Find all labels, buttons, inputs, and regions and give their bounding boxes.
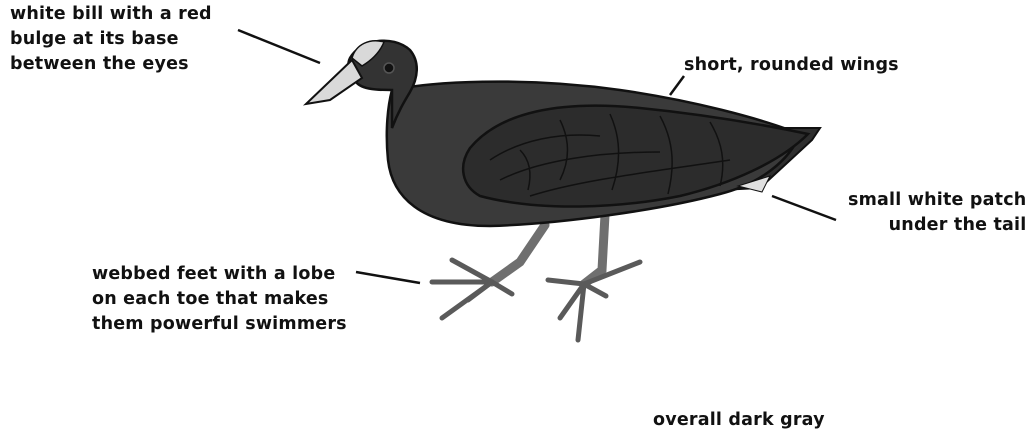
bill-annotation-line-2: bulge at its base — [10, 27, 212, 52]
wings-annotation-line-1: short, rounded wings — [684, 53, 899, 78]
bill — [306, 60, 362, 104]
bill-annotation-line-3: between the eyes — [10, 52, 212, 77]
tail-annotation-line-1: small white patch — [848, 188, 1026, 213]
feet-annotation-line-3: them powerful swimmers — [92, 312, 347, 337]
tail-annotation: small white patch under the tail — [848, 188, 1026, 238]
feet-leader-line — [356, 272, 420, 283]
left-foot — [432, 260, 512, 318]
eye — [384, 63, 394, 73]
tail-annotation-line-2: under the tail — [848, 213, 1026, 238]
feet-annotation-line-2: on each toe that makes — [92, 287, 347, 312]
bill-leader-line — [238, 30, 320, 63]
tail-leader-line — [772, 196, 836, 220]
feet-annotation-line-1: webbed feet with a lobe — [92, 262, 347, 287]
wings-leader-line — [670, 76, 684, 95]
feet-annotation: webbed feet with a lobe on each toe that… — [92, 262, 347, 337]
bill-annotation: white bill with a red bulge at its base … — [10, 2, 212, 77]
overall-annotation: overall dark gray — [653, 408, 825, 433]
overall-annotation-line-1: overall dark gray — [653, 408, 825, 433]
bill-annotation-line-1: white bill with a red — [10, 2, 212, 27]
wings-annotation: short, rounded wings — [684, 53, 899, 78]
